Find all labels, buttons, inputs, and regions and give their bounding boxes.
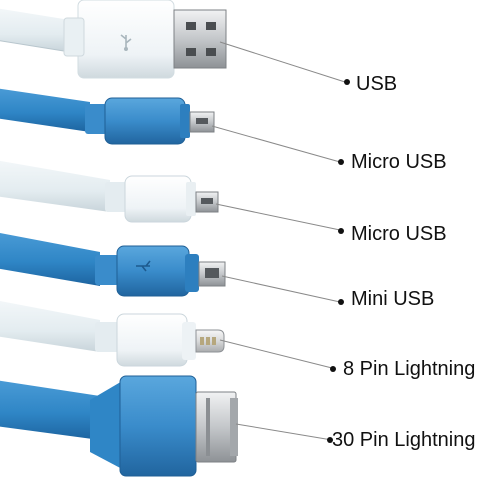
label-micro-usb-1: Micro USB [351,151,447,173]
cable-usb-a [0,0,227,79]
leader-line-mini-usb [221,275,341,303]
label-dot-micro-usb-1 [338,159,344,165]
label-usb: USB [356,73,398,95]
cable-mini-usb-blue [0,232,226,297]
label-micro-usb-2: Micro USB [351,223,447,245]
leader-line-micro-usb-2 [215,203,341,231]
leader-line-micro-usb-1 [211,125,341,163]
label-dot-micro-usb-2 [338,228,344,234]
cable-micro-usb-blue [0,88,215,145]
cable-micro-usb-white [0,160,219,223]
label-8pin-lightning: 8 Pin Lightning [343,358,476,380]
usb-trident-icon [120,34,132,51]
label-dot-30pin [327,437,333,443]
leader-line-30pin [235,423,333,441]
label-30pin-lightning: 30 Pin Lightning [332,429,476,451]
leader-lines [211,41,346,441]
cable-dock-30pin-blue [0,375,238,477]
leader-line-usb [219,41,346,83]
label-dot-usb [344,79,350,85]
label-dot-8pin [330,366,336,372]
label-dot-mini-usb [338,299,344,305]
label-mini-usb: Mini USB [351,288,435,310]
usb-trident-icon [136,260,151,272]
cable-lightning-8pin-white [0,300,225,367]
leader-line-8pin [219,339,333,369]
